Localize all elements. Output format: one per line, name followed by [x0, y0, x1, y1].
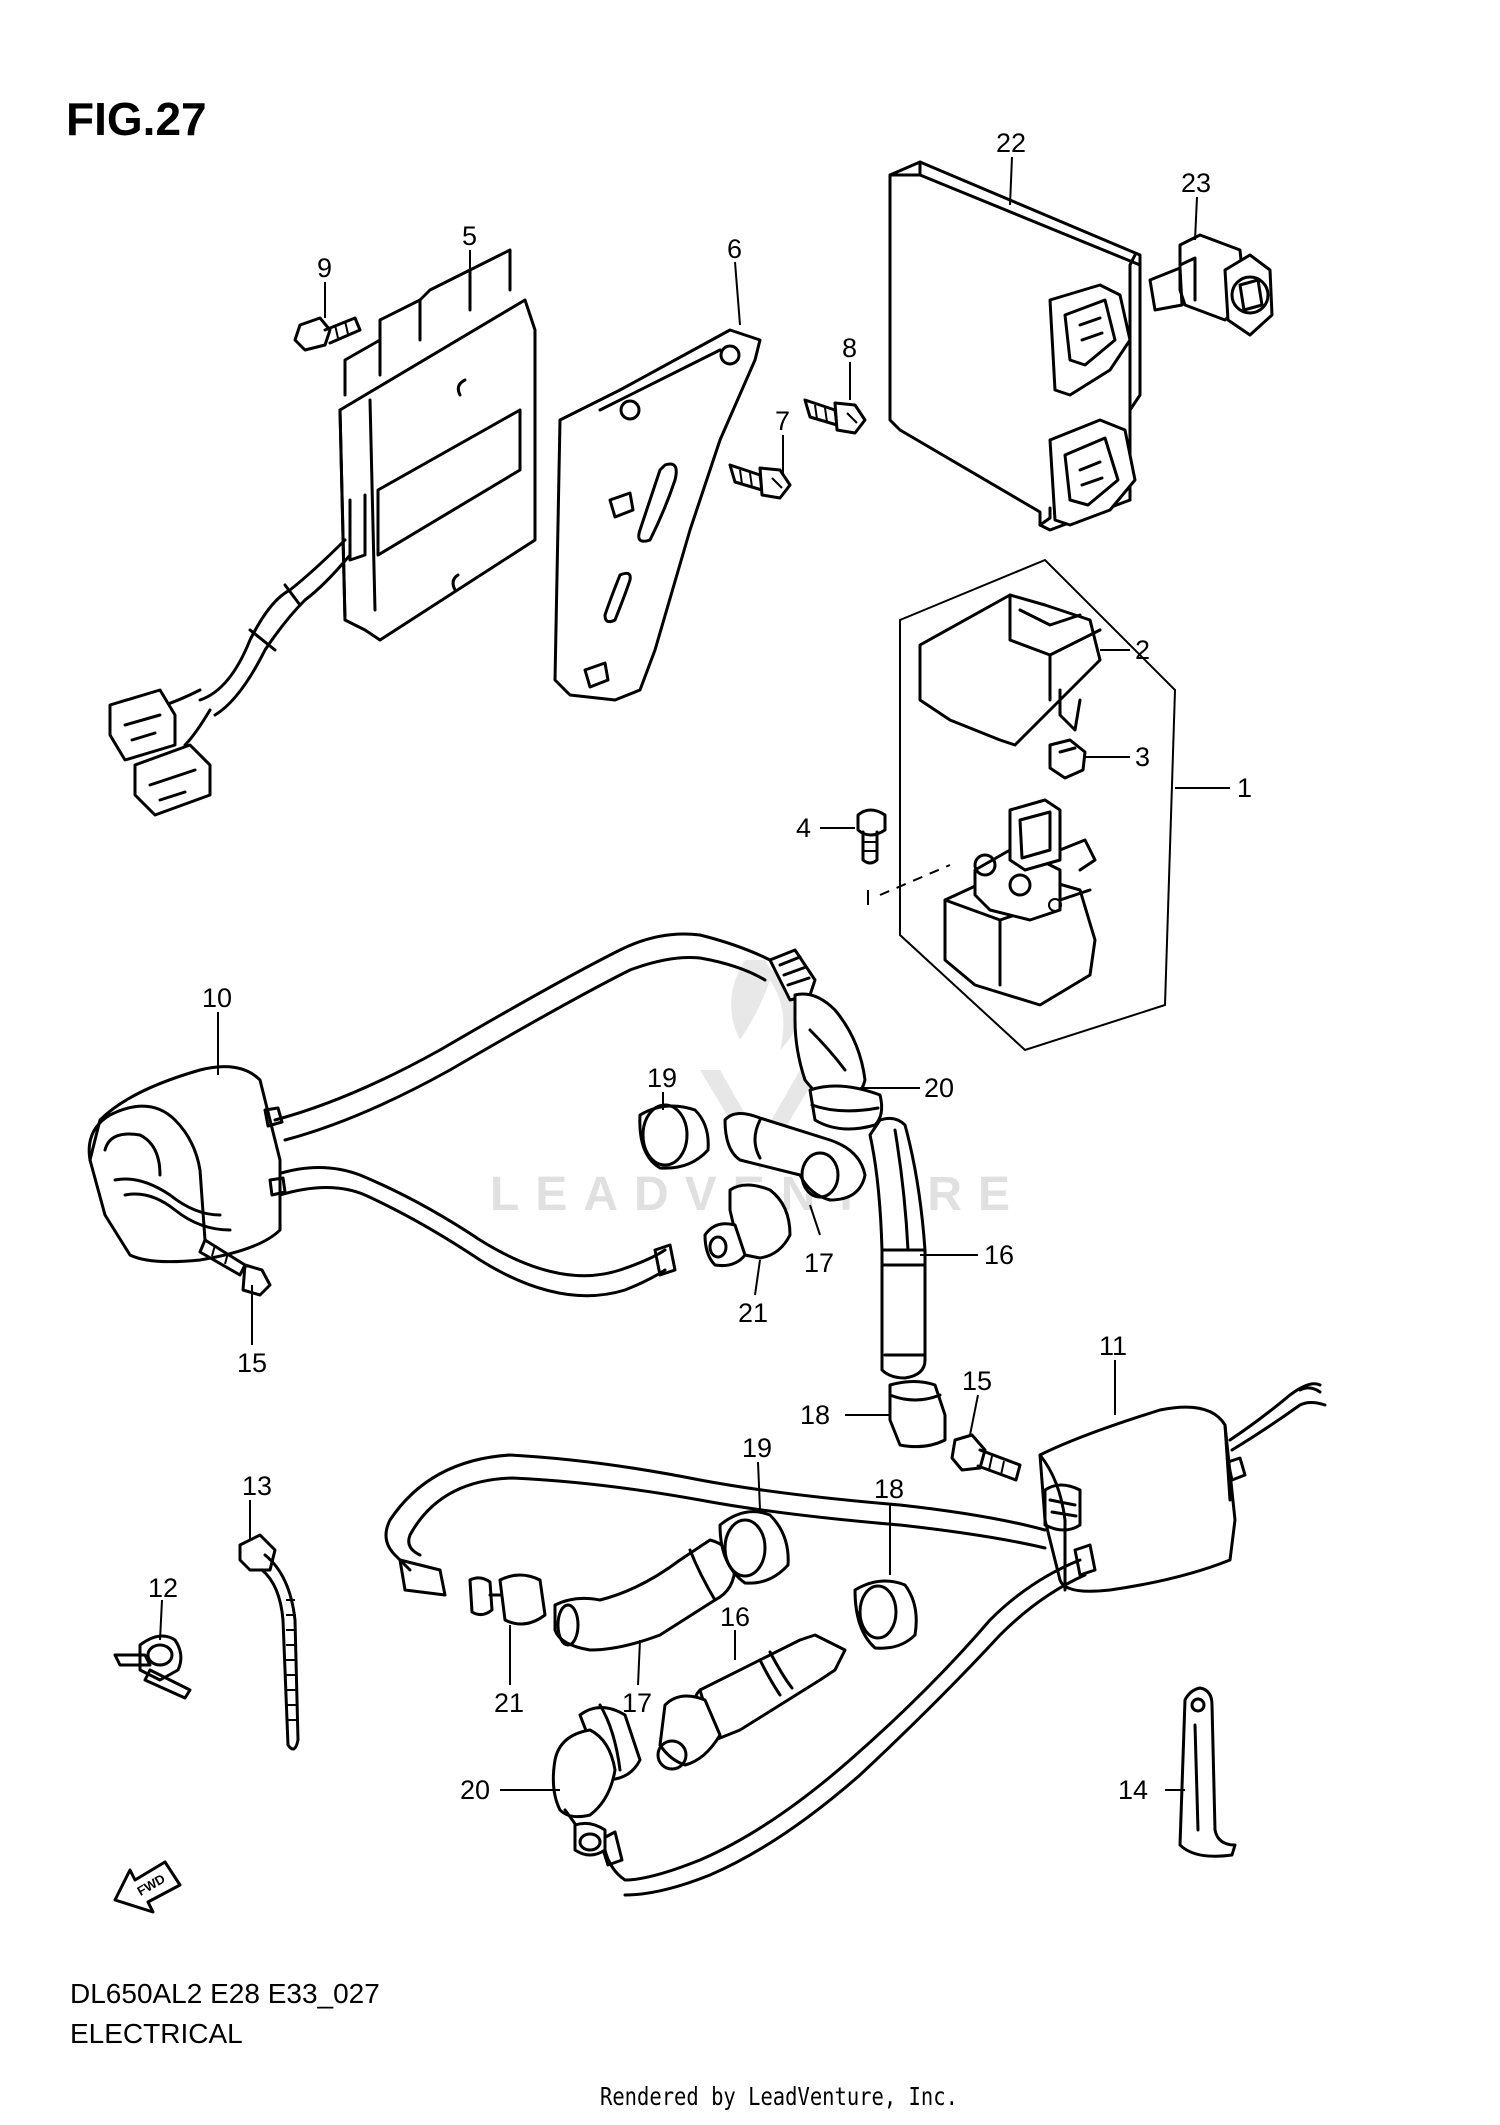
callout-14: 14: [1118, 1775, 1148, 1805]
callout-17-lower: 17: [622, 1688, 652, 1718]
fwd-arrow-icon: FWD: [113, 1860, 182, 1914]
part-5-regulator-rectifier: [108, 248, 537, 817]
part-15-bolt-rear: [950, 1433, 1022, 1482]
callout-23: 23: [1181, 168, 1211, 198]
model-code: DL650AL2 E28 E33_027: [70, 1978, 380, 2009]
part-13-cable-tie: [238, 1533, 300, 1751]
part-19-seal-lower: [718, 1510, 790, 1585]
callout-20-lower: 20: [460, 1775, 490, 1805]
part-21-grommet-lower: [468, 1573, 547, 1626]
part-18-seal-lower: [853, 1579, 918, 1650]
callout-8: 8: [842, 333, 857, 363]
callout-4: 4: [796, 813, 811, 843]
callout-21-upper: 21: [738, 1298, 768, 1328]
render-credit: Rendered by LeadVenture, Inc.: [600, 2082, 958, 2111]
leader-lines: [159, 156, 1230, 1791]
part-7-screw: [728, 463, 792, 500]
callout-12: 12: [148, 1573, 178, 1603]
part-9-bolt: [293, 316, 362, 352]
part-14-clamp-strap: [1178, 1686, 1237, 1858]
callout-7: 7: [775, 406, 790, 436]
part-16-plug-cap-upper: [868, 1116, 927, 1380]
part-21-grommet-upper: [703, 1183, 792, 1267]
section-name: ELECTRICAL: [70, 2018, 243, 2049]
callout-6: 6: [727, 234, 742, 264]
part-22-ecm: [888, 160, 1142, 532]
callout-2: 2: [1135, 635, 1150, 665]
callout-9: 9: [317, 253, 332, 283]
callout-5: 5: [462, 221, 477, 251]
part-18-seal-upper: [888, 1380, 947, 1449]
callout-11: 11: [1099, 1331, 1127, 1361]
part-16-plug-cap-lower: [656, 1633, 847, 1771]
callout-15-front: 15: [237, 1348, 267, 1378]
part-12-clamp: [113, 1634, 192, 1700]
callout-18-upper: 18: [800, 1400, 830, 1430]
callout-10: 10: [202, 983, 232, 1013]
part-4-screw: [856, 808, 887, 905]
rear-harness-cables: [384, 1453, 1097, 1897]
part-19-seal-upper: [638, 1103, 710, 1170]
part-17-elbow-lower: [553, 1538, 737, 1652]
callout-16-lower: 16: [720, 1602, 750, 1632]
callout-19-lower: 19: [742, 1433, 772, 1463]
callout-22: 22: [996, 128, 1026, 158]
callout-20-upper: 20: [924, 1073, 954, 1103]
part-15-bolt-front: [198, 1238, 272, 1297]
part-1-starter-relay-assembly: [879, 558, 1177, 1052]
callout-21-lower: 21: [494, 1688, 524, 1718]
callout-15-rear: 15: [962, 1366, 992, 1396]
callout-1: 1: [1237, 773, 1252, 803]
callout-16-upper: 16: [984, 1240, 1014, 1270]
callout-13: 13: [242, 1471, 272, 1501]
part-6-bracket: [553, 328, 762, 702]
part-8-screw: [803, 398, 867, 435]
callout-3: 3: [1135, 742, 1150, 772]
figure-title: FIG.27: [66, 93, 207, 145]
part-20-plug-cap-lower: [551, 1703, 642, 1857]
callout-19-upper: 19: [647, 1063, 677, 1093]
part-17-elbow-upper: [723, 1112, 867, 1202]
callout-18-lower: 18: [874, 1474, 904, 1504]
callout-numbers: 1 2 3 4 5 6 7 8 9 10 11 12 13 14 15 15 1…: [148, 128, 1252, 1805]
part-23-coupler: [1148, 233, 1274, 337]
part-11-ignition-coil: [1038, 1382, 1327, 1593]
part-10-ignition-coil: [87, 932, 772, 1298]
callout-17-upper: 17: [804, 1248, 834, 1278]
part-20-plug-cap-upper: [768, 948, 884, 1131]
